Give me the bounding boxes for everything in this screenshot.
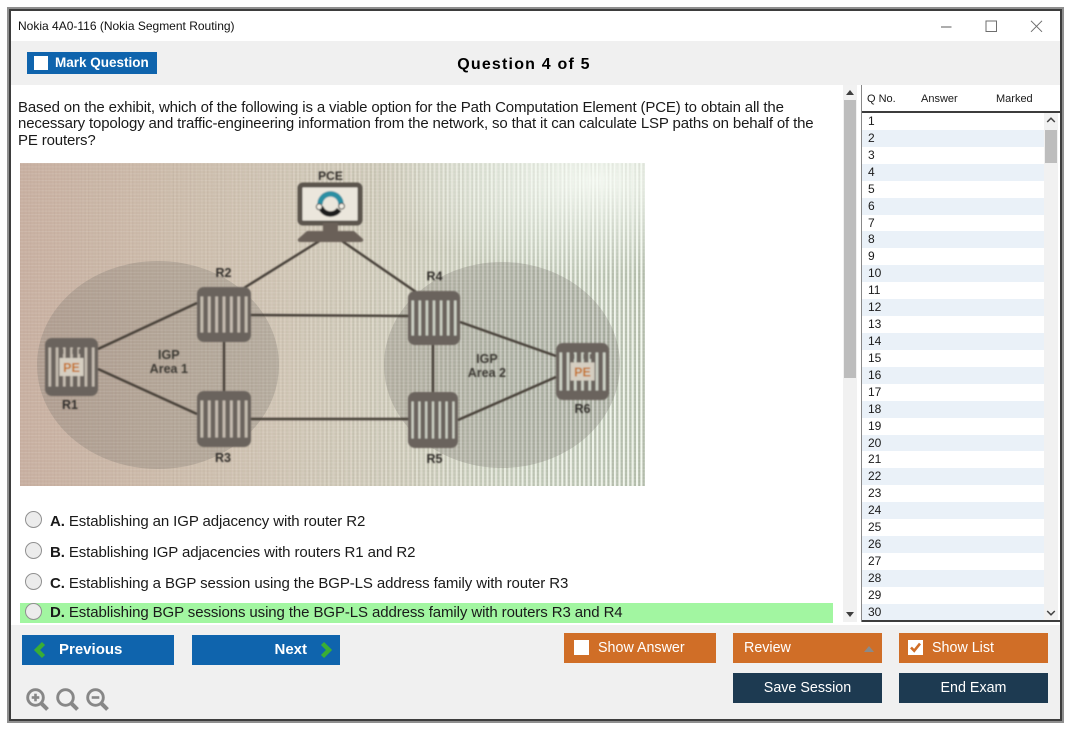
svg-text:IGP: IGP [158,348,180,362]
svg-text:R1: R1 [62,398,78,412]
svg-text:PCE: PCE [318,169,343,183]
svg-text:PE: PE [63,361,80,375]
svg-text:R2: R2 [216,266,232,280]
svg-text:R4: R4 [427,270,443,284]
svg-text:R3: R3 [215,451,231,465]
svg-text:R6: R6 [575,402,591,416]
svg-text:R5: R5 [427,452,443,466]
svg-text:IGP: IGP [476,352,498,366]
svg-text:Area 1: Area 1 [150,362,188,376]
svg-text:PE: PE [574,366,591,380]
svg-text:Area 2: Area 2 [468,366,506,380]
